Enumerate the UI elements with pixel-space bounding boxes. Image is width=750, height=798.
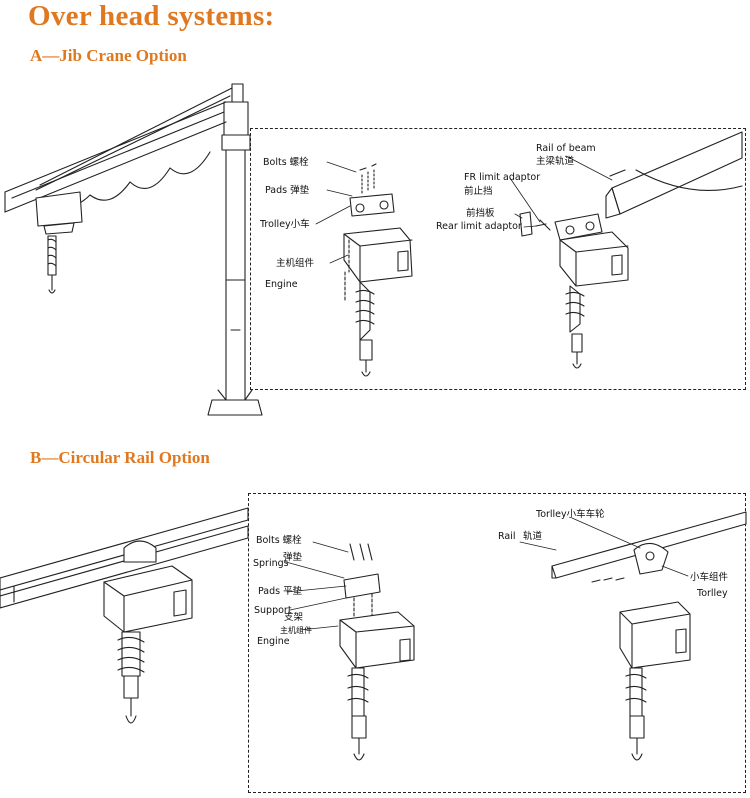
jib-trolley-assembly [343,163,413,377]
label-rear-limit: Rear limit adaptor [436,221,522,232]
label-rail-of-beam: Rail of beam [536,143,596,154]
label-engine-a: Engine [265,279,298,290]
label-fr-limit-cn: 前止挡 [464,186,493,197]
label-rail-cn: 轨道 [523,531,543,542]
label-support: Support [254,605,292,616]
section-a-title: A—Jib Crane Option [30,46,187,65]
jib-detail-panel [250,128,746,390]
label-trolley-a: Trolley小车 [260,219,310,230]
label-rear-limit-cn: 前挡板 [466,208,495,219]
circular-detail-panel [248,493,746,793]
label-bolts-a: Bolts 螺栓 [263,157,309,168]
label-rail: Rail [498,531,516,542]
circular-rail-illustration [0,507,249,724]
label-springs-cn: 弹垫 [283,552,303,563]
label-springs: Springs [253,558,289,569]
page-heading: Over head systems: [28,0,275,32]
label-engine-cn-b: 主机组件 [280,626,312,635]
circular-trolley-assembly [551,511,747,761]
label-pads-b: Pads 平垫 [258,586,303,597]
label-pads-a: Pads 弹垫 [265,185,310,196]
label-torlley-wheel: Torlley小车车轮 [536,509,605,520]
label-engine-cn-a: 主机组件 [276,258,315,269]
label-trolley-cn: 小车组件 [690,572,729,583]
label-support-cn: 支架 [284,612,304,623]
circular-leader-lines [285,517,689,631]
section-b-title: B—Circular Rail Option [30,448,210,467]
jib-rail-assembly [519,131,743,369]
jib-crane-illustration [4,83,263,416]
label-engine-b: Engine [257,636,290,647]
label-fr-limit: FR limit adaptor [464,172,541,183]
label-rail-of-beam-cn: 主梁轨道 [536,156,575,167]
label-torlley: Torlley [697,588,728,599]
circular-support-assembly [339,543,415,761]
jib-leader-lines [315,155,613,264]
label-bolts-b: Bolts 螺栓 [256,535,302,546]
